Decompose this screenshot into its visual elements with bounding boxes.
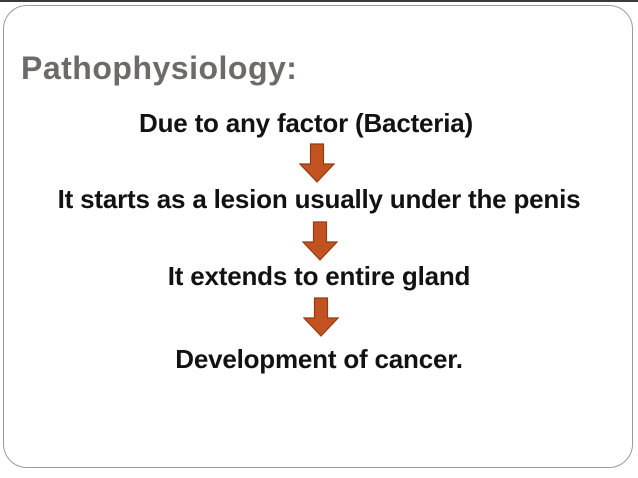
flow-step-3: It extends to entire gland	[167, 261, 471, 291]
screenshot-top-edge-line	[0, 0, 638, 2]
down-arrow-icon	[299, 143, 335, 183]
down-arrow-icon	[303, 297, 339, 337]
flow-step-2: It starts as a lesion usually under the …	[57, 184, 581, 214]
down-arrow-icon	[302, 221, 338, 261]
flow-step-1: Due to any factor (Bacteria)	[139, 108, 473, 138]
slide-title: Pathophysiology:	[21, 50, 298, 86]
flow-step-4: Development of cancer.	[175, 344, 463, 374]
